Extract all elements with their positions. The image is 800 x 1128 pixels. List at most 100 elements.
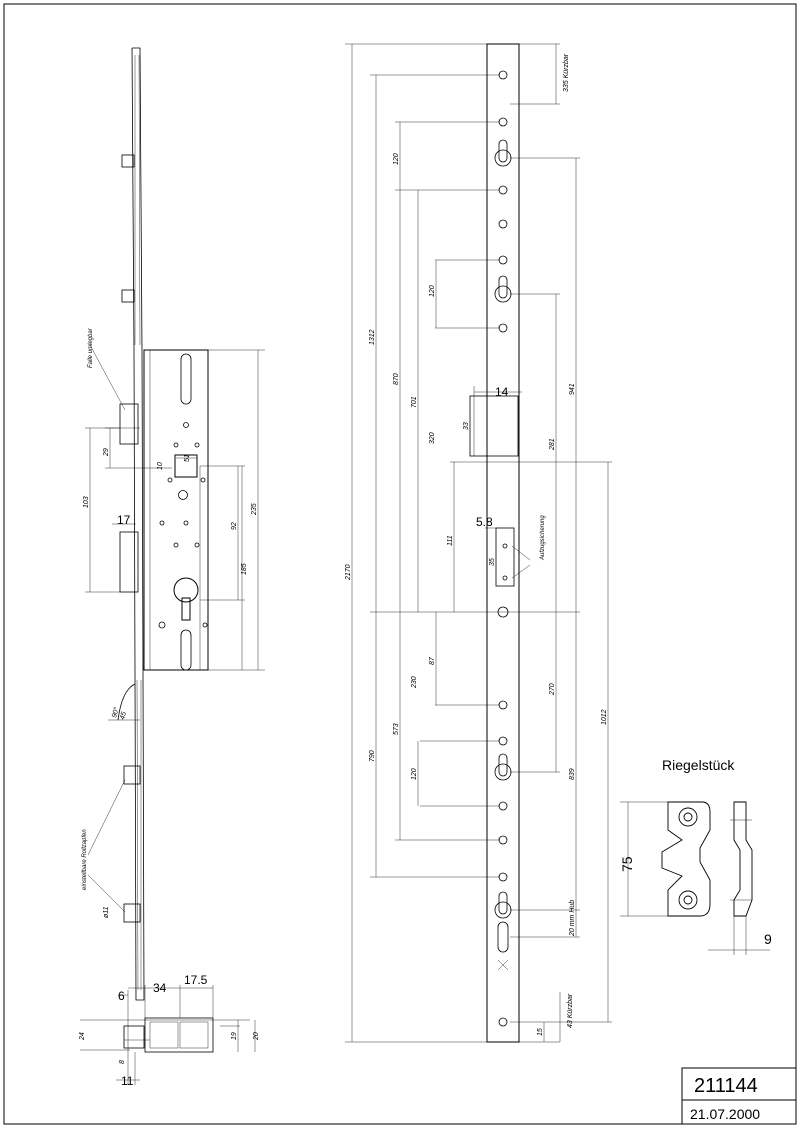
drawing-number: 211144 — [694, 1075, 758, 1097]
section-faceplate — [123, 1025, 145, 1049]
case-slot-bottom — [180, 629, 192, 671]
locking-bar-labels: 14 5.8 33 35 111 Aufzugsicherung 335 Kür… — [345, 53, 608, 1036]
dim-33: 33 — [463, 422, 470, 430]
case-hole — [183, 520, 189, 526]
locking-bar-view — [345, 43, 612, 1043]
dim-335-kuerzbar: 335 Kürzbar — [563, 53, 570, 92]
bar-slot — [497, 921, 509, 953]
bar-hole — [498, 185, 508, 195]
dim-20: 20 — [253, 1032, 260, 1041]
dim-90: 90° — [110, 706, 121, 718]
case-hole — [183, 422, 189, 428]
dim-6: 6 — [118, 989, 125, 1003]
dim-573: 573 — [393, 723, 400, 735]
lower-roller-pin-1 — [123, 765, 141, 785]
dim-1312: 1312 — [369, 329, 376, 345]
label-einstellbare-rollzapfen: einstellbare Rollzapfen — [82, 829, 88, 890]
section-case — [144, 1017, 214, 1053]
bar-hole — [498, 255, 508, 265]
dim-5-8: 5.8 — [476, 515, 493, 529]
lower-roller-pin-2 — [123, 903, 141, 923]
bar-hole — [498, 736, 508, 746]
dim-870: 870 — [393, 373, 400, 385]
dim-701: 701 — [411, 396, 418, 408]
dim-230: 230 — [411, 676, 418, 689]
dim-11: 11 — [121, 1074, 134, 1088]
dim-17-5: 17.5 — [184, 973, 208, 987]
case-hole — [200, 477, 206, 483]
lock-case — [143, 349, 209, 671]
upper-roller-pin-2 — [121, 289, 135, 303]
section-view — [80, 985, 256, 1085]
case-hole — [173, 542, 179, 548]
label-falle-umlegbar: Falle umlegbar — [88, 327, 94, 368]
bar-hole — [498, 835, 508, 845]
dim-235: 235 — [251, 503, 258, 516]
dim-120-top: 120 — [393, 153, 400, 165]
strike-plate-title: Riegelstück — [662, 757, 735, 773]
latch-angle-arc — [117, 683, 136, 721]
case-hole — [194, 442, 200, 448]
title-block — [681, 1067, 797, 1125]
dim-1012: 1012 — [601, 709, 608, 725]
dim-120-mid: 120 — [429, 285, 436, 297]
dim-87: 87 — [429, 656, 436, 665]
dim-8: 8 — [119, 1060, 126, 1064]
upper-roller-pin-1 — [121, 154, 135, 168]
dim-839: 839 — [569, 768, 576, 780]
strike-plate-view — [620, 801, 770, 955]
dim-185: 185 — [241, 563, 248, 575]
strike-hole-top — [678, 807, 698, 827]
label-aufzugsicherung: Aufzugsicherung — [540, 515, 546, 561]
bar-hole — [498, 117, 508, 127]
deadbolt — [119, 531, 139, 593]
top-connector-plate — [469, 395, 519, 457]
bar-hole — [498, 1017, 508, 1027]
dim-51: 51 — [184, 454, 191, 462]
dim-790: 790 — [369, 750, 376, 762]
dim-75: 75 — [619, 856, 635, 872]
bar-hole — [498, 219, 508, 229]
aufzugsicherung-plate — [495, 527, 515, 587]
case-hole — [194, 542, 200, 548]
dim-941: 941 — [569, 383, 576, 395]
bar-hole — [498, 872, 508, 882]
handle-follower — [174, 454, 198, 478]
dim-11-diameter: ø11 — [103, 906, 110, 918]
case-hole — [158, 621, 166, 629]
bar-roller — [494, 285, 512, 303]
section-view-labels: 6 34 17.5 24 19 20 8 11 — [79, 973, 260, 1088]
case-hole — [173, 442, 179, 448]
bar-roller — [494, 763, 512, 781]
dim-92: 92 — [231, 522, 238, 530]
dim-103: 103 — [83, 496, 90, 508]
dim-24: 24 — [79, 1032, 86, 1041]
lock-side-view-labels: Falle umlegbar einstellbare Rollzapfen 2… — [82, 327, 258, 918]
bar-roller — [494, 901, 512, 919]
dim-17: 17 — [117, 513, 131, 527]
faceplate-strip — [131, 47, 145, 1001]
bar-hole — [498, 323, 508, 333]
dim-34: 34 — [153, 981, 167, 995]
strike-plate-side — [733, 801, 753, 917]
dim-2170: 2170 — [345, 564, 352, 581]
dim-9: 9 — [764, 931, 772, 947]
dim-14: 14 — [495, 385, 509, 399]
case-hole — [202, 622, 208, 628]
dim-43-kuerzbar: 43 Kürzbar — [567, 993, 574, 1028]
strike-plate-outline — [661, 801, 711, 917]
bar-roller — [494, 149, 512, 167]
latch — [119, 403, 139, 445]
dim-281: 281 — [549, 438, 556, 451]
dim-320: 320 — [429, 432, 436, 444]
lock-side-view — [85, 47, 265, 1001]
dim-270: 270 — [549, 683, 556, 696]
case-hole — [159, 520, 165, 526]
drawing-date: 21.07.2000 — [690, 1106, 760, 1122]
case-slot-top — [180, 353, 192, 405]
cylinder-hole — [173, 577, 199, 603]
strike-hole-bottom — [678, 890, 698, 910]
dim-45: 45 — [119, 711, 128, 720]
bar-hole — [498, 70, 508, 80]
